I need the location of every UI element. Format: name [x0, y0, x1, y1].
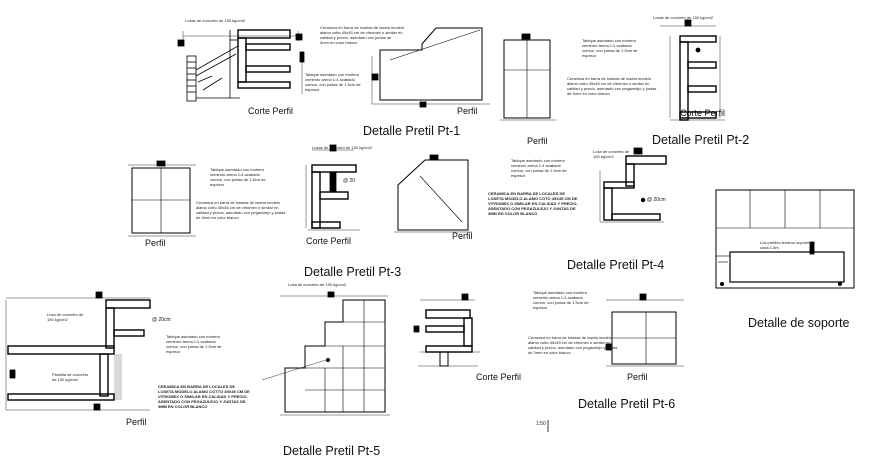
pt3-brick-note: Tabique asentado con mortero cemento are… [210, 167, 266, 187]
pt3-elevation-panel [128, 160, 196, 237]
pt6-section-label: Corte Perfil [476, 372, 522, 382]
pt4-title: Detalle Pretil Pt-4 [567, 258, 665, 272]
pt5-profile-label: Perfil [126, 417, 147, 427]
pt5-slab-left-note: Losa de concreto de 150 kg/cm2 [47, 312, 84, 322]
soporte-drawing [715, 189, 855, 289]
pt2-ceramic-note: Ceramica en barra de losetas de loseta m… [567, 76, 657, 96]
pt4-brick-note: Tabique asentado con mortero cemento are… [511, 158, 567, 178]
soporte-note: Los pretiles tendran soportes a cada 1.5… [760, 240, 815, 250]
scale-note: 1:50 [536, 421, 546, 427]
pt2-section-label: Corte Perfil [680, 108, 726, 118]
pt5-plantilla-note: Plantilla de concreto de 150 kg/cm2 [52, 372, 89, 382]
pt4-slab-note: Losa de concreto de 150 kg/cm2 [593, 149, 630, 159]
pt6-elevation-panel [605, 293, 684, 367]
pt6-title: Detalle Pretil Pt-6 [578, 397, 676, 411]
pt2-title: Detalle Pretil Pt-2 [652, 133, 750, 147]
pt5-brick-note: Tabique asentado con mortero cemento are… [166, 334, 222, 354]
pt5-slab-note: Losa de concreto de 150 kg/cm2 [288, 282, 347, 287]
pt4-dimension: @ 20cm [647, 197, 666, 203]
pt5-dimension: @ 20cm [152, 317, 171, 323]
pt6-profile-label: Perfil [627, 372, 648, 382]
soporte-title: Detalle de soporte [748, 316, 850, 330]
pt3-profile-label-2: Perfil [452, 231, 473, 241]
pt1-ceramic-note: Ceramica en barra de losetas de loseta m… [320, 25, 405, 45]
pt6-section-drawing [413, 293, 480, 367]
pt6-ceramic-note: Ceramica en barra de losetas de loseta m… [528, 335, 618, 355]
pt3-section-label: Corte Perfil [306, 236, 352, 246]
pt1-profile-label: Perfil [457, 106, 478, 116]
pt5-ceramic-caps-note: CERAMICA EN BARRA DE LOCALES DE LOSETA M… [158, 384, 250, 409]
pt5-section-drawing [5, 291, 151, 411]
pt3-slab-note: Losas de concreto de 150 kg/cm2 [312, 145, 373, 150]
pt1-elevation-stepped [371, 27, 490, 108]
pt3-section-drawing [305, 144, 360, 231]
pt2-section-drawing [660, 19, 725, 121]
pt3-title: Detalle Pretil Pt-3 [304, 265, 402, 279]
pt6-brick-note: Tabique asentado con mortero cemento are… [533, 290, 589, 310]
pt1-elevation-panel [500, 33, 556, 121]
pt1-section-drawing [177, 29, 305, 102]
pt3-dimension: @ 20 [343, 178, 356, 184]
pt2-slab-note: Losas de concreto de 150 kg/cm2 [653, 15, 714, 20]
pt3-profile-label: Perfil [145, 238, 166, 248]
pt3-elevation-slanted [394, 154, 472, 233]
pt1-profile-label-2: Perfil [527, 136, 548, 146]
pt1-title: Detalle Pretil Pt-1 [363, 124, 461, 138]
pt3-ceramic-note: Ceramica en barra de losetas de loseta m… [196, 200, 286, 220]
pt5-title: Detalle Pretil Pt-5 [283, 444, 381, 458]
pt2-brick-note: Tabique asentado con mortero cemento are… [582, 38, 638, 58]
pt3-ceramic-caps-note: CERAMICA EN BARRA DE LOCALES DE LOSETA M… [488, 191, 578, 216]
pt1-section-label: Corte Perfil [248, 106, 294, 116]
pt5-elevation-stepped [261, 291, 390, 416]
pt1-brick-note: Tabique asentado con mortero cemento are… [305, 72, 361, 92]
pt1-slab-note: Losas de concreto de 150 kg/cm2 [185, 18, 246, 23]
pt4-section-drawing [599, 147, 667, 223]
